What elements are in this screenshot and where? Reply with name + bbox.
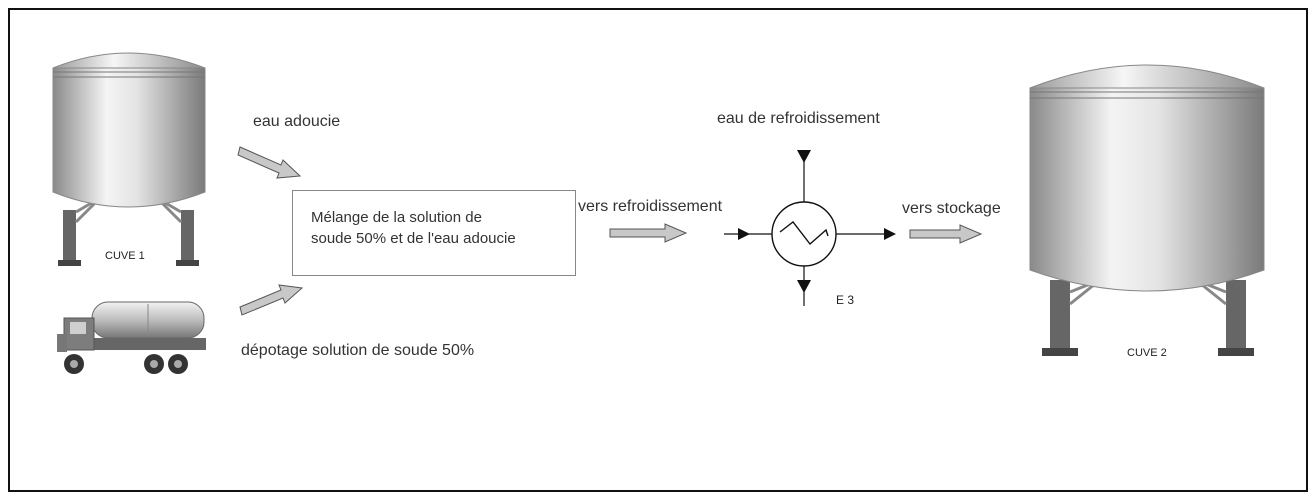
- label-cuve-2: CUVE 2: [1127, 347, 1167, 359]
- tank-cuve-2: [1029, 64, 1265, 356]
- arrow-vers-refroidissement: [609, 223, 688, 243]
- tanker-truck: [57, 301, 206, 374]
- process-outlet-arrow-icon: [884, 228, 896, 240]
- label-exchanger-e3: E 3: [836, 293, 855, 307]
- arrow-depotage: [239, 284, 304, 316]
- arrow-vers-stockage: [909, 224, 983, 244]
- label-cuve-1: CUVE 1: [105, 250, 145, 262]
- label-vers-refroidissement: vers refroidissement: [578, 198, 723, 215]
- mixing-text-line2: soude 50% et de l'eau adoucie: [311, 230, 516, 247]
- mixing-text-line1: Mélange de la solution de: [311, 209, 482, 226]
- label-vers-stockage: vers stockage: [902, 200, 1001, 217]
- heat-exchanger-e3: [724, 150, 896, 306]
- label-depotage: dépotage solution de soude 50%: [241, 342, 475, 359]
- label-eau-de-refroidissement: eau de refroidissement: [717, 110, 880, 127]
- arrow-eau-adoucie: [237, 146, 302, 179]
- mixing-text: Mélange de la solution de soude 50% et d…: [311, 207, 516, 249]
- label-eau-adoucie: eau adoucie: [253, 113, 341, 130]
- diagram-frame: [8, 8, 1308, 492]
- cooling-water-inlet-arrow-icon: [797, 150, 811, 163]
- cooling-water-outlet-arrow-icon: [797, 280, 811, 293]
- process-inlet-arrow-icon: [738, 228, 750, 240]
- tank-cuve-1: [52, 52, 206, 266]
- mixing-box: Mélange de la solution de soude 50% et d…: [292, 190, 576, 276]
